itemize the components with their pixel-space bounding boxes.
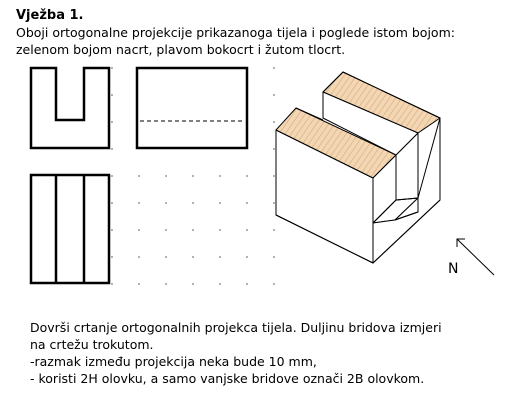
grid-dot — [192, 283, 194, 285]
grid-dot — [273, 94, 275, 96]
intro-line: Oboji ortogonalne projekcije prikazanoga… — [16, 25, 455, 40]
grid-dot — [273, 148, 275, 150]
exercise-title: Vježba 1. — [16, 8, 84, 23]
grid-dot — [246, 256, 248, 258]
grid-dot — [246, 283, 248, 285]
grid-dot — [273, 175, 275, 177]
grid-dot — [165, 256, 167, 258]
grid-dot — [111, 256, 113, 258]
instruction-line: na crtežu trokutom. — [30, 337, 154, 352]
grid-dot — [111, 148, 113, 150]
grid-dot — [273, 121, 275, 123]
grid-dot — [192, 229, 194, 231]
grid-dot — [138, 256, 140, 258]
grid-dot — [165, 283, 167, 285]
grid-dot — [138, 175, 140, 177]
grid-dot — [246, 202, 248, 204]
grid-dot — [111, 175, 113, 177]
grid-dot — [111, 67, 113, 69]
front-view-u-shape — [29, 66, 111, 150]
grid-dot — [138, 283, 140, 285]
grid-dot — [246, 175, 248, 177]
dot-grid — [111, 67, 275, 285]
side-view — [135, 66, 249, 150]
grid-dot — [165, 175, 167, 177]
grid-dot — [219, 175, 221, 177]
grid-dot — [111, 94, 113, 96]
grid-dot — [138, 229, 140, 231]
grid-dot — [273, 67, 275, 69]
grid-dot — [273, 256, 275, 258]
north-arrow — [456, 238, 495, 276]
grid-dot — [219, 256, 221, 258]
grid-dot — [219, 283, 221, 285]
grid-dot — [165, 229, 167, 231]
grid-dot — [192, 202, 194, 204]
grid-dot — [192, 256, 194, 258]
grid-dot — [111, 283, 113, 285]
grid-dot — [138, 202, 140, 204]
grid-dot — [219, 229, 221, 231]
grid-dot — [192, 175, 194, 177]
grid-dot — [165, 202, 167, 204]
grid-dot — [273, 229, 275, 231]
instruction-line: -razmak između projekcija neka bude 10 m… — [30, 354, 317, 369]
instructions: Dovrši crtanje ortogonalnih projekca tij… — [30, 319, 510, 387]
intro-line: zelenom bojom nacrt, plavom bokocrt i žu… — [16, 42, 346, 57]
grid-dot — [111, 229, 113, 231]
grid-dot — [273, 202, 275, 204]
top-view — [29, 173, 111, 285]
grid-dot — [273, 283, 275, 285]
grid-dot — [111, 202, 113, 204]
grid-dot — [111, 121, 113, 123]
north-label: N — [448, 261, 458, 277]
exercise-intro: Oboji ortogonalne projekcije prikazanoga… — [16, 24, 516, 58]
grid-dot — [219, 202, 221, 204]
instruction-line: - koristi 2H olovku, a samo vanjske brid… — [30, 371, 425, 386]
instruction-line: Dovrši crtanje ortogonalnih projekca tij… — [30, 320, 442, 335]
grid-dot — [246, 229, 248, 231]
isometric-body — [275, 71, 441, 264]
